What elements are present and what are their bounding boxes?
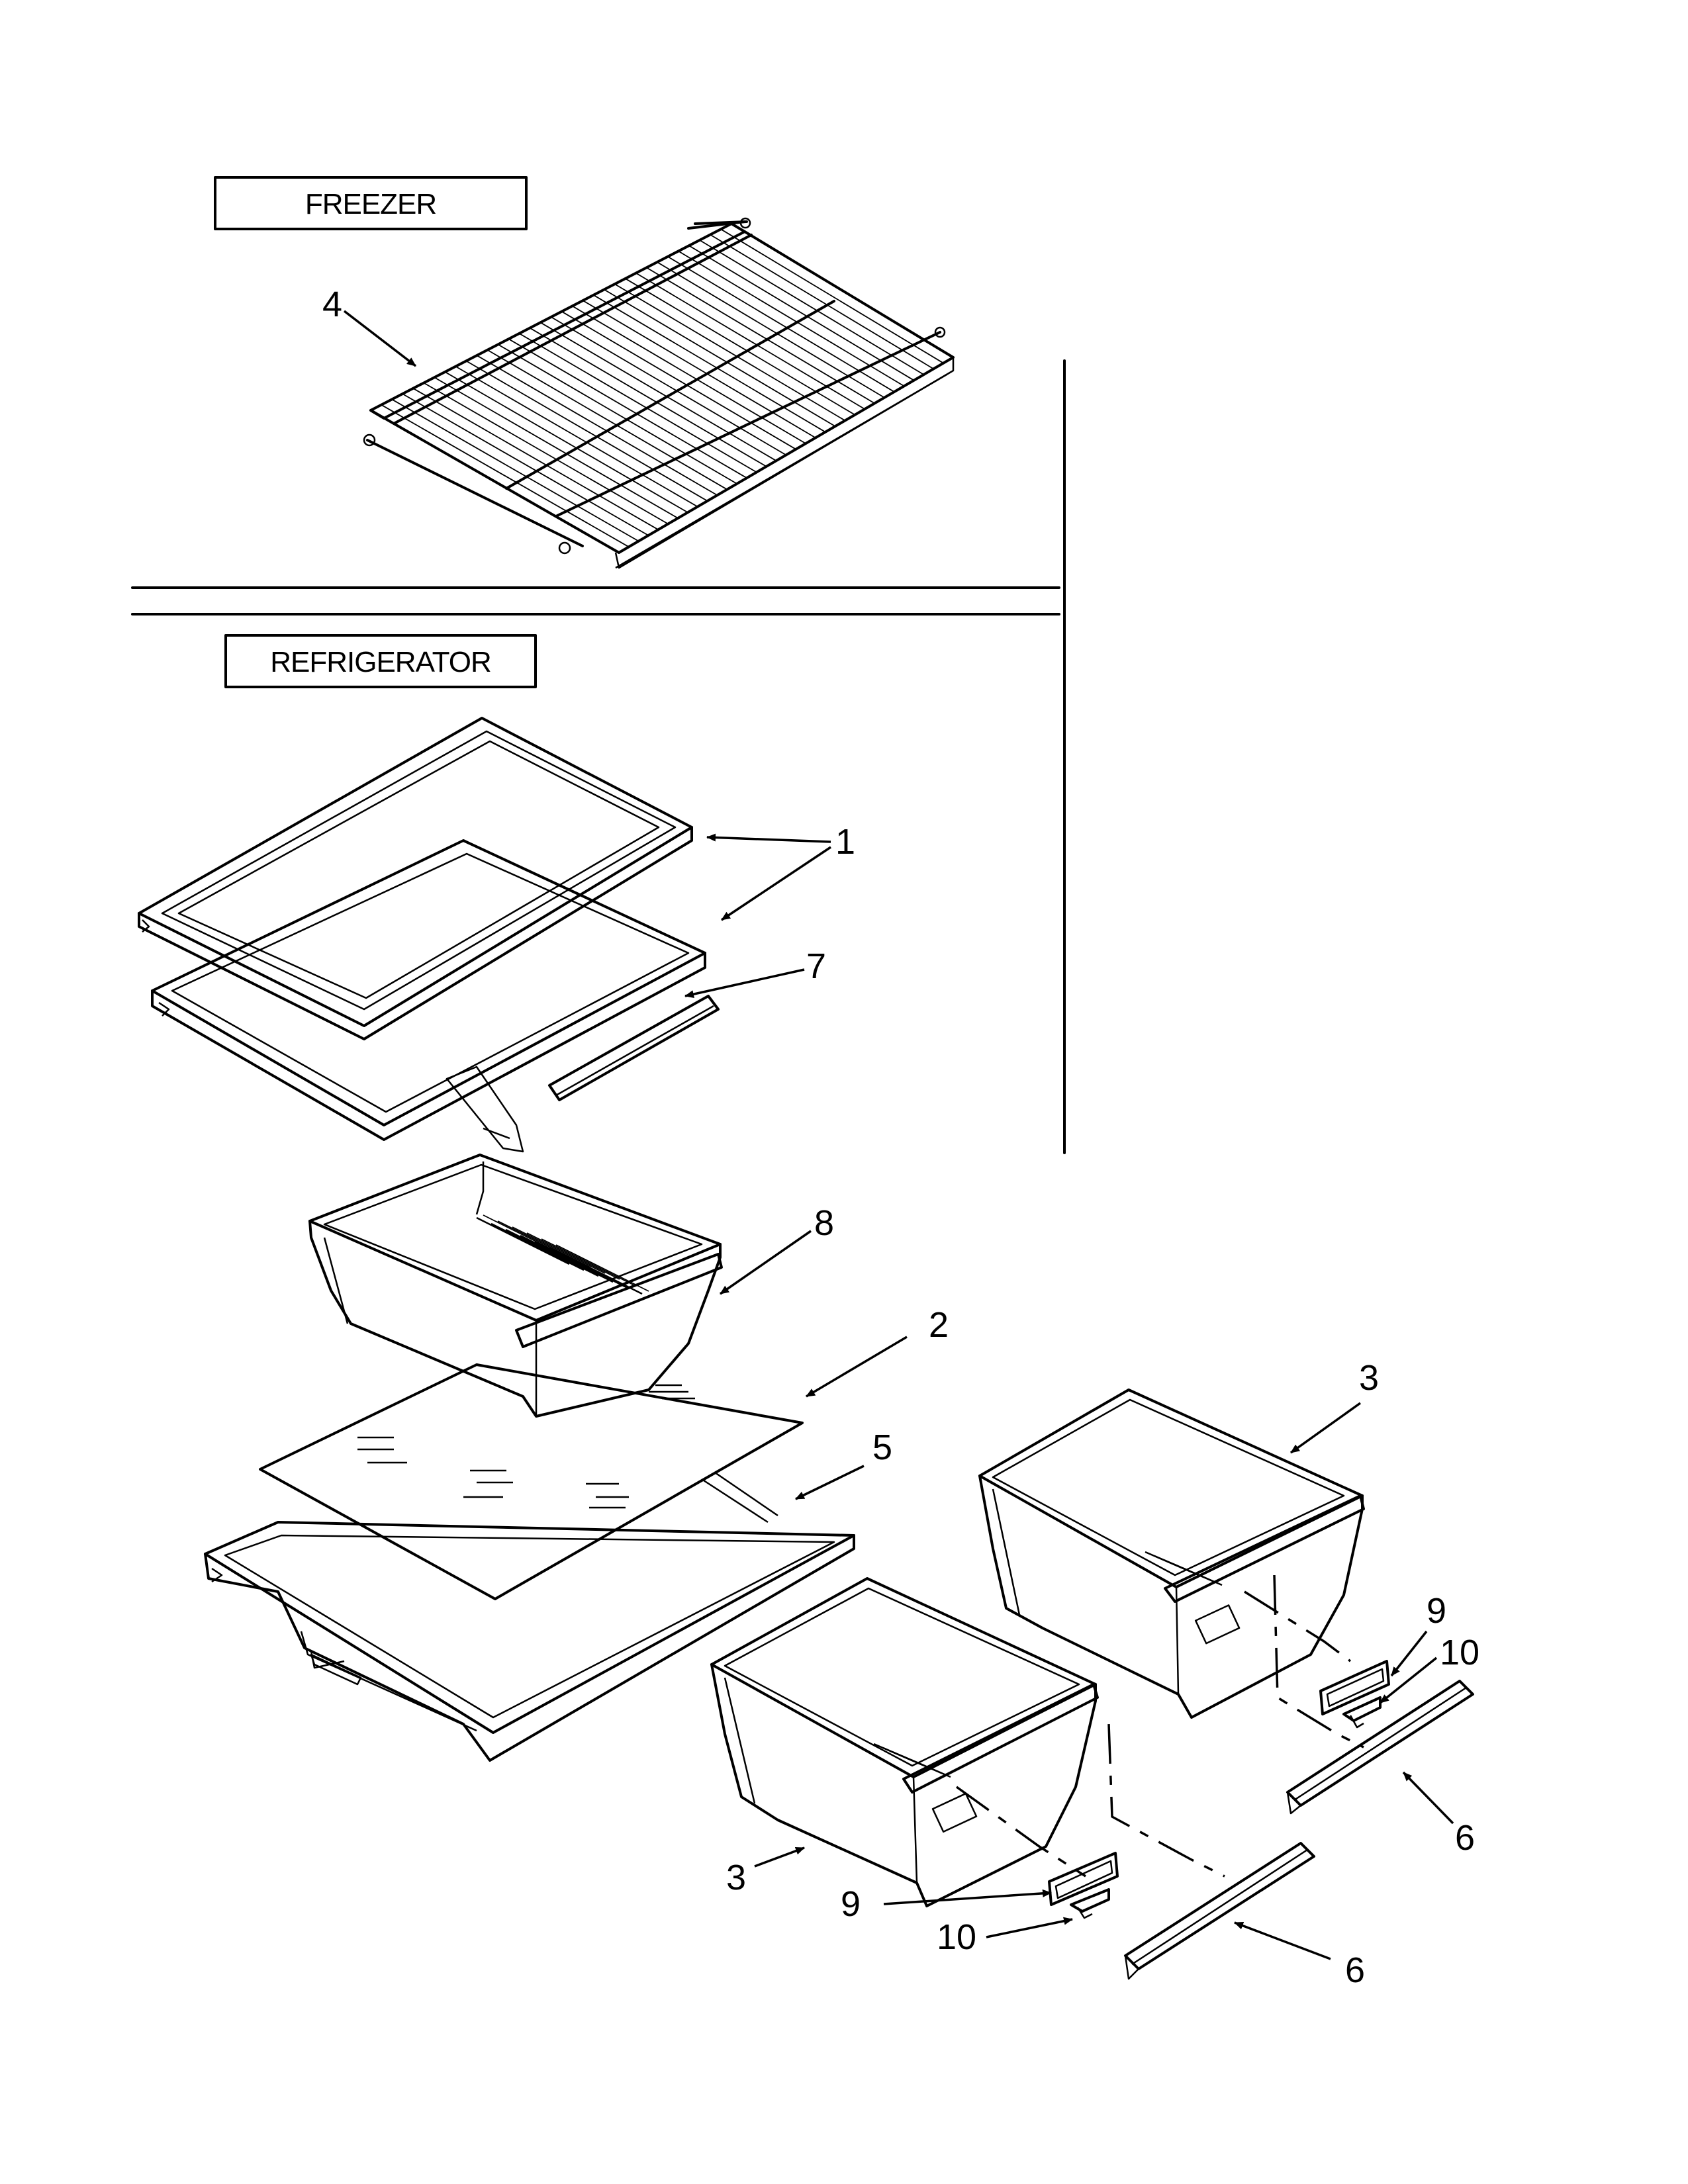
callout-6-left: 6 <box>1345 1950 1365 1990</box>
detail-line <box>699 240 924 375</box>
callout-2: 2 <box>929 1305 949 1345</box>
detail-line <box>520 1234 614 1283</box>
detail-line <box>444 371 688 514</box>
detail-line <box>583 300 816 439</box>
detail-line <box>491 1222 585 1271</box>
glass-insert <box>259 1363 804 1600</box>
shelf-frame-lower <box>151 839 720 1153</box>
crisper-cover-frame <box>204 1471 855 1762</box>
section-divider <box>131 359 1066 1154</box>
detail-line <box>476 1216 570 1265</box>
shelf-frame-top <box>138 717 693 1040</box>
detail-line <box>541 1238 635 1286</box>
callout-10-right: 10 <box>1440 1633 1479 1672</box>
freezer-wire-shelf <box>363 217 955 569</box>
crisper-drawer-right <box>978 1388 1365 1719</box>
detail-line <box>505 1228 599 1277</box>
freezer-label: FREEZER <box>305 188 436 220</box>
detail-line <box>487 349 727 490</box>
detail-line <box>561 310 796 450</box>
callout-8: 8 <box>814 1203 834 1243</box>
detail-line <box>391 398 639 542</box>
detail-line <box>657 261 885 398</box>
detail-line <box>635 272 865 410</box>
detail-line <box>526 1232 620 1280</box>
callout-5: 5 <box>872 1428 892 1467</box>
detail-line <box>625 278 855 416</box>
callout-3-right: 3 <box>1359 1358 1379 1398</box>
detail-line <box>423 382 669 525</box>
pan <box>308 1154 723 1418</box>
detail-line <box>614 283 846 422</box>
crisper-drawer-left <box>710 1577 1099 1907</box>
callout-labels: 4 1 7 8 2 5 3 3 9 9 10 10 6 6 <box>322 285 1479 1990</box>
detail-line <box>572 305 806 444</box>
detail-line <box>910 1758 951 1778</box>
callout-4: 4 <box>322 285 342 324</box>
detail-line <box>381 404 630 548</box>
detail-line <box>412 388 659 531</box>
detail-line <box>497 343 737 484</box>
detail-line <box>667 255 895 392</box>
callout-7: 7 <box>806 946 826 986</box>
callout-3-left: 3 <box>726 1858 746 1897</box>
refrigerator-label: REFRIGERATOR <box>270 646 491 678</box>
detail-line <box>710 234 934 370</box>
callout-9-right: 9 <box>1427 1591 1446 1631</box>
handle-right <box>1286 1680 1474 1815</box>
assembly-lines <box>955 1574 1364 1878</box>
detail-line <box>646 267 875 404</box>
clip-right <box>1342 1696 1382 1729</box>
label-holder-right <box>1319 1660 1390 1715</box>
refrigerator-label-box: REFRIGERATOR <box>224 634 537 688</box>
detail-line <box>593 295 826 433</box>
detail-line <box>604 289 836 427</box>
detail-line <box>512 1226 606 1274</box>
detail-line <box>534 1240 628 1289</box>
detail-line <box>540 322 777 461</box>
detail-line <box>551 316 786 456</box>
detail-line <box>678 250 905 387</box>
detail-line <box>720 228 944 364</box>
detail-line <box>549 1246 643 1295</box>
clip-left <box>1070 1888 1110 1919</box>
detail-line <box>1182 1567 1223 1586</box>
label-holder-left <box>1048 1852 1119 1906</box>
handle-left <box>1124 1842 1315 1980</box>
detail-line <box>518 333 757 473</box>
detail-line <box>508 338 747 478</box>
detail-line <box>529 327 767 467</box>
detail-line <box>555 1244 649 1292</box>
callout-9-left: 9 <box>841 1884 861 1924</box>
callout-6-right: 6 <box>1455 1818 1475 1858</box>
detail-line <box>434 377 679 519</box>
detail-line <box>465 360 708 502</box>
detail-line <box>455 365 698 508</box>
callout-1: 1 <box>835 822 855 862</box>
detail-line <box>402 393 649 536</box>
callout-10-left: 10 <box>937 1917 976 1957</box>
detail-line <box>688 245 915 381</box>
freezer-label-box: FREEZER <box>214 176 528 230</box>
detail-line <box>476 355 718 496</box>
callout-leaders <box>343 310 1454 1960</box>
